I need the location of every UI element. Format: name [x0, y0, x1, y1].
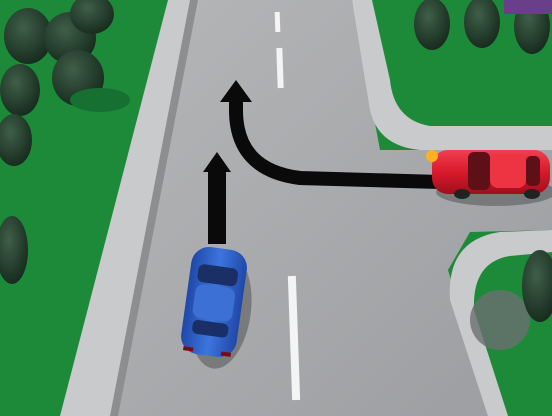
tree-shadow: [70, 88, 130, 112]
straight-arrow-icon: [208, 170, 226, 244]
tree-icon: [414, 0, 450, 50]
car-windshield: [468, 152, 490, 190]
car-roof: [192, 283, 236, 322]
car-wheel: [454, 189, 470, 199]
lane-marking: [275, 12, 281, 32]
building-corner: [504, 0, 552, 14]
tree-group-top-right: [414, 0, 552, 54]
car-rear-window: [526, 156, 540, 186]
indicator-light: [426, 150, 438, 162]
car-roof: [490, 154, 526, 188]
tree-shadow: [470, 290, 530, 350]
car-wheel: [524, 189, 540, 199]
red-car-icon: [426, 150, 552, 206]
tree-icon: [0, 64, 40, 116]
